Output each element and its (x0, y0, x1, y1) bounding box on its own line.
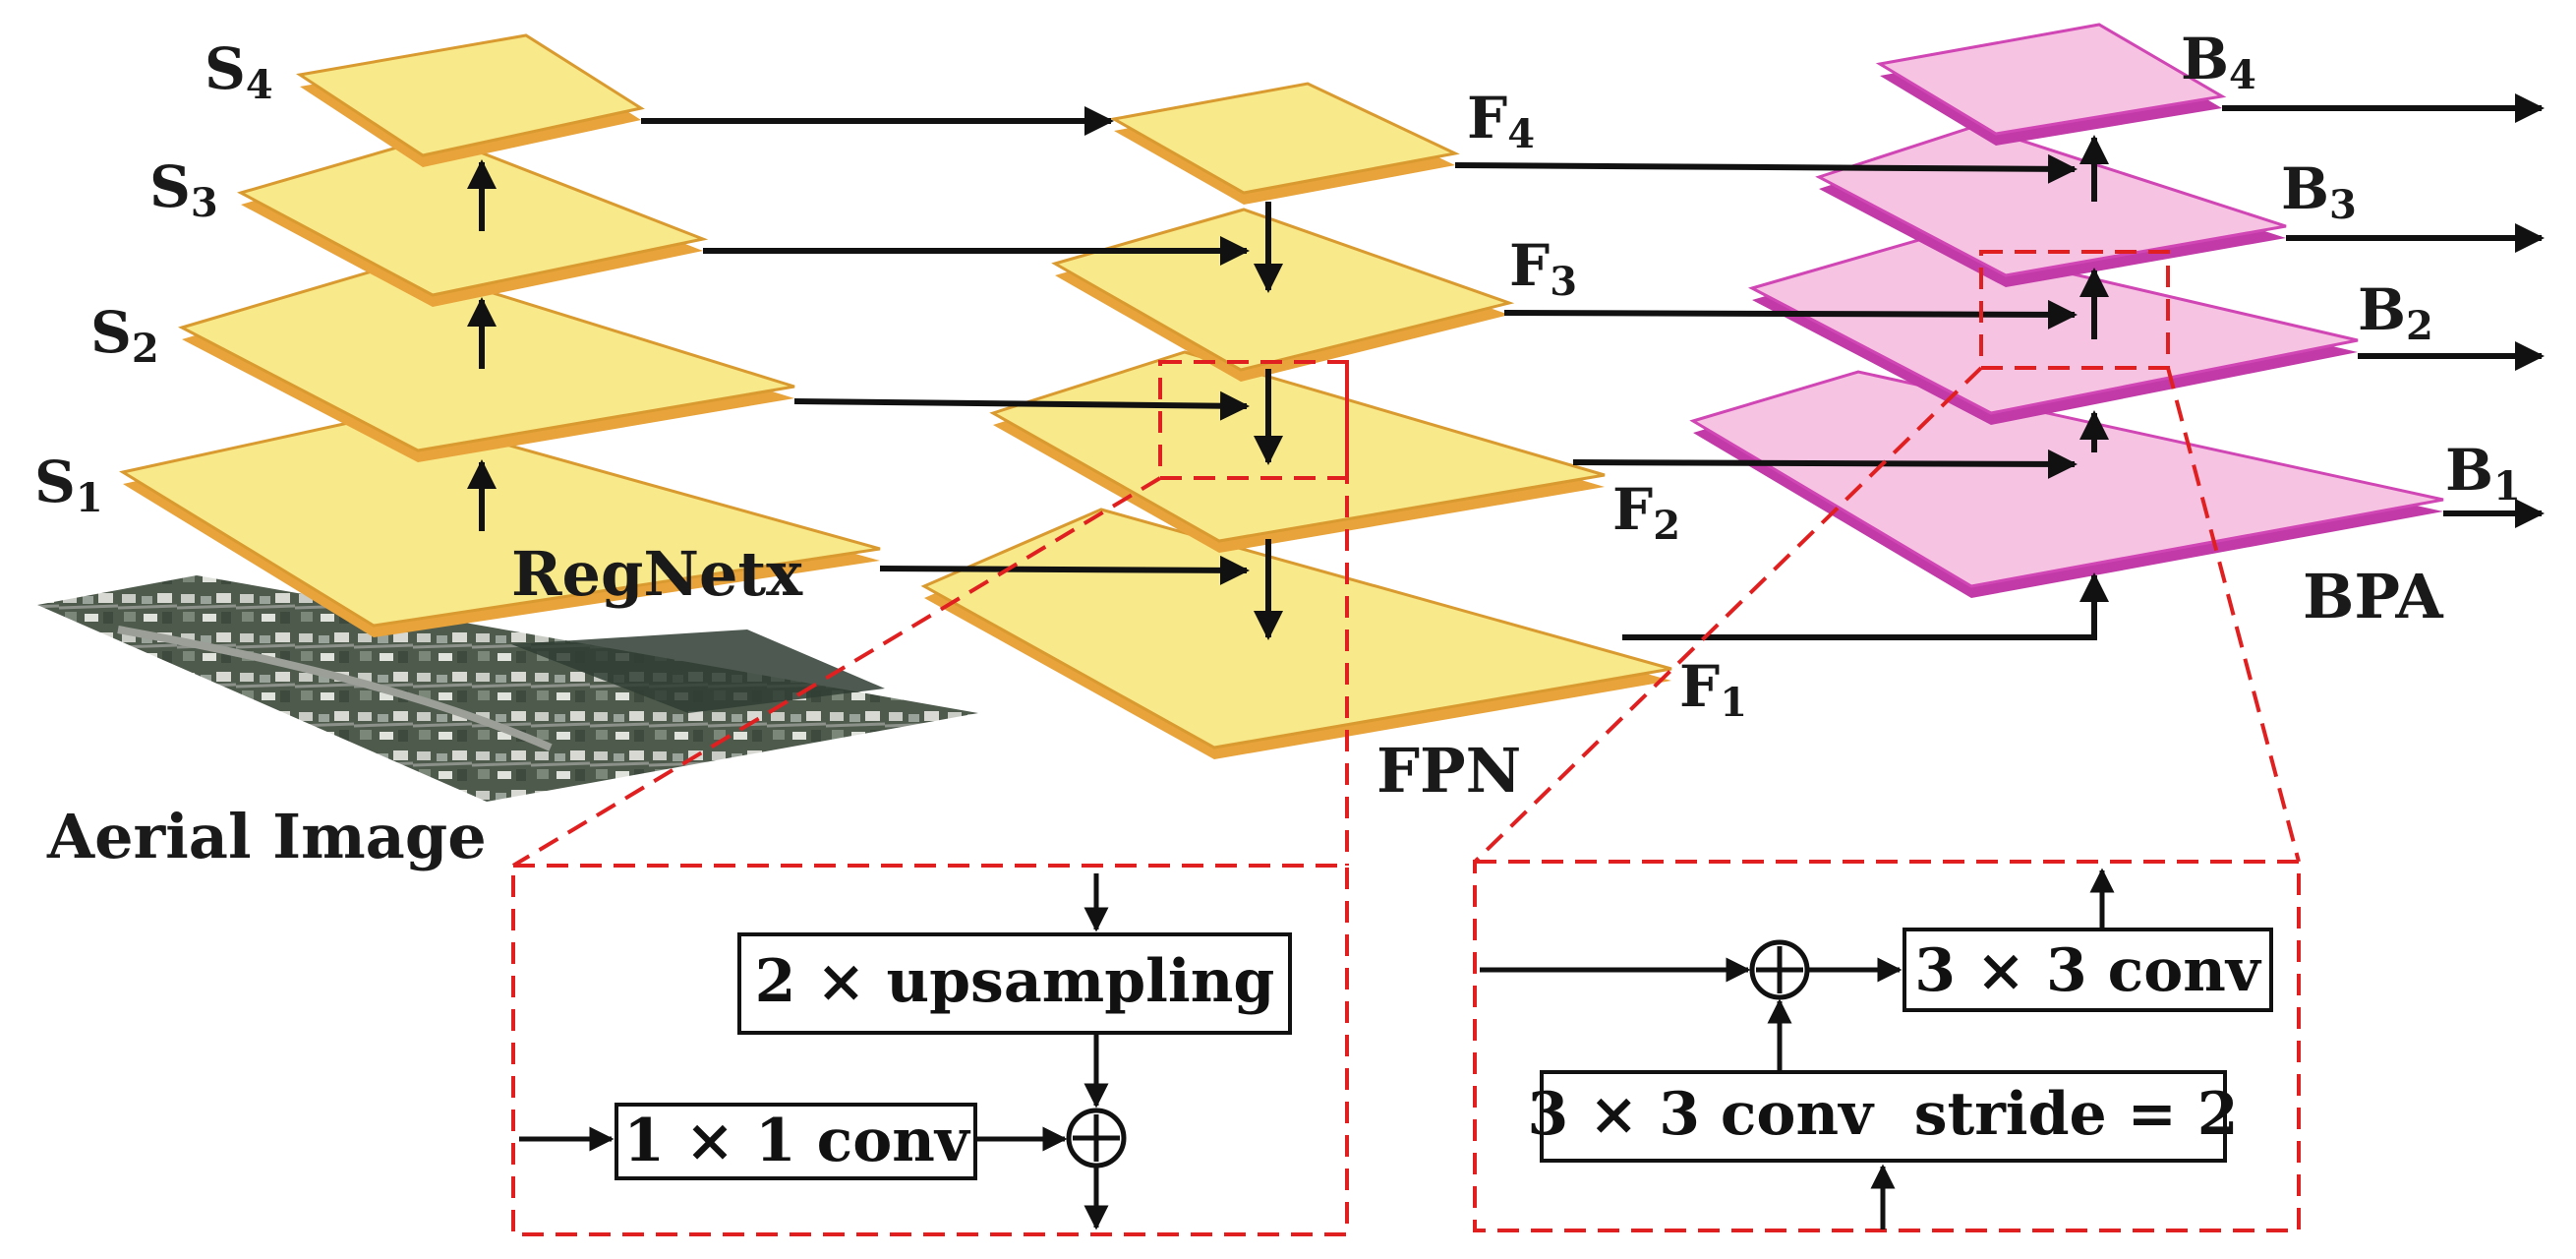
s-level-labels: S1 S2 S3 S4 (34, 35, 273, 521)
layer-s2 (178, 262, 795, 462)
layer-f4 (1109, 82, 1460, 205)
bpa-detail-panel: 3 × 3 conv 3 × 3 conv stride = 2 (1473, 860, 2301, 1232)
s1-label: S1 (34, 449, 103, 521)
layer-f3 (1051, 208, 1515, 382)
b1-label: B1 (2445, 437, 2521, 510)
layer-f1 (920, 508, 1672, 759)
layer-f2 (989, 350, 1606, 553)
fpn-add-icon (1066, 1108, 1127, 1169)
f2-label: F2 (1612, 476, 1680, 549)
s2-label: S2 (90, 299, 159, 372)
b-level-labels: B1 B2 B3 B4 (2181, 26, 2521, 510)
layer-s1 (119, 411, 881, 637)
fpn-layers (920, 82, 1672, 759)
layer-s3 (237, 134, 709, 307)
upsampling-label: 2 × upsampling (755, 947, 1275, 1016)
layer-b4 (1875, 23, 2227, 146)
f1-label: F1 (1679, 653, 1747, 726)
b4-label: B4 (2181, 26, 2256, 98)
f-level-labels: F1 F2 F3 F4 (1467, 85, 1747, 726)
lateral-arrows (641, 106, 1250, 585)
fpn-detail-panel: 2 × upsampling 1 × 1 conv (511, 864, 1349, 1236)
layer-s4 (296, 33, 645, 167)
backbone-label: RegNetx (511, 538, 803, 610)
f3-label: F3 (1509, 232, 1577, 305)
s3-label: S3 (149, 153, 218, 226)
layer-b1 (1689, 370, 2444, 598)
aerial-image-label: Aerial Image (46, 801, 487, 872)
s4-label: S4 (205, 35, 273, 108)
downsample-conv-label: 3 × 3 conv stride = 2 (1527, 1080, 2238, 1149)
bpa-callout-lines (1473, 250, 2301, 864)
fpn-callout-lines (511, 360, 1349, 868)
bpa-up-arrows (1622, 135, 2109, 640)
aerial-image (37, 575, 978, 802)
output-arrows (2222, 93, 2545, 528)
bpa-add-icon (1749, 939, 1810, 1000)
lateral-conv-label: 1 × 1 conv (623, 1107, 971, 1175)
bpa-conv-label: 3 × 3 conv (1914, 936, 2262, 1005)
f4-label: F4 (1467, 85, 1535, 157)
fpn-label: FPN (1376, 735, 1521, 807)
b2-label: B2 (2358, 276, 2433, 349)
b3-label: B3 (2281, 155, 2357, 228)
bpa-label: BPA (2303, 561, 2444, 632)
backbone-layers (119, 33, 881, 637)
